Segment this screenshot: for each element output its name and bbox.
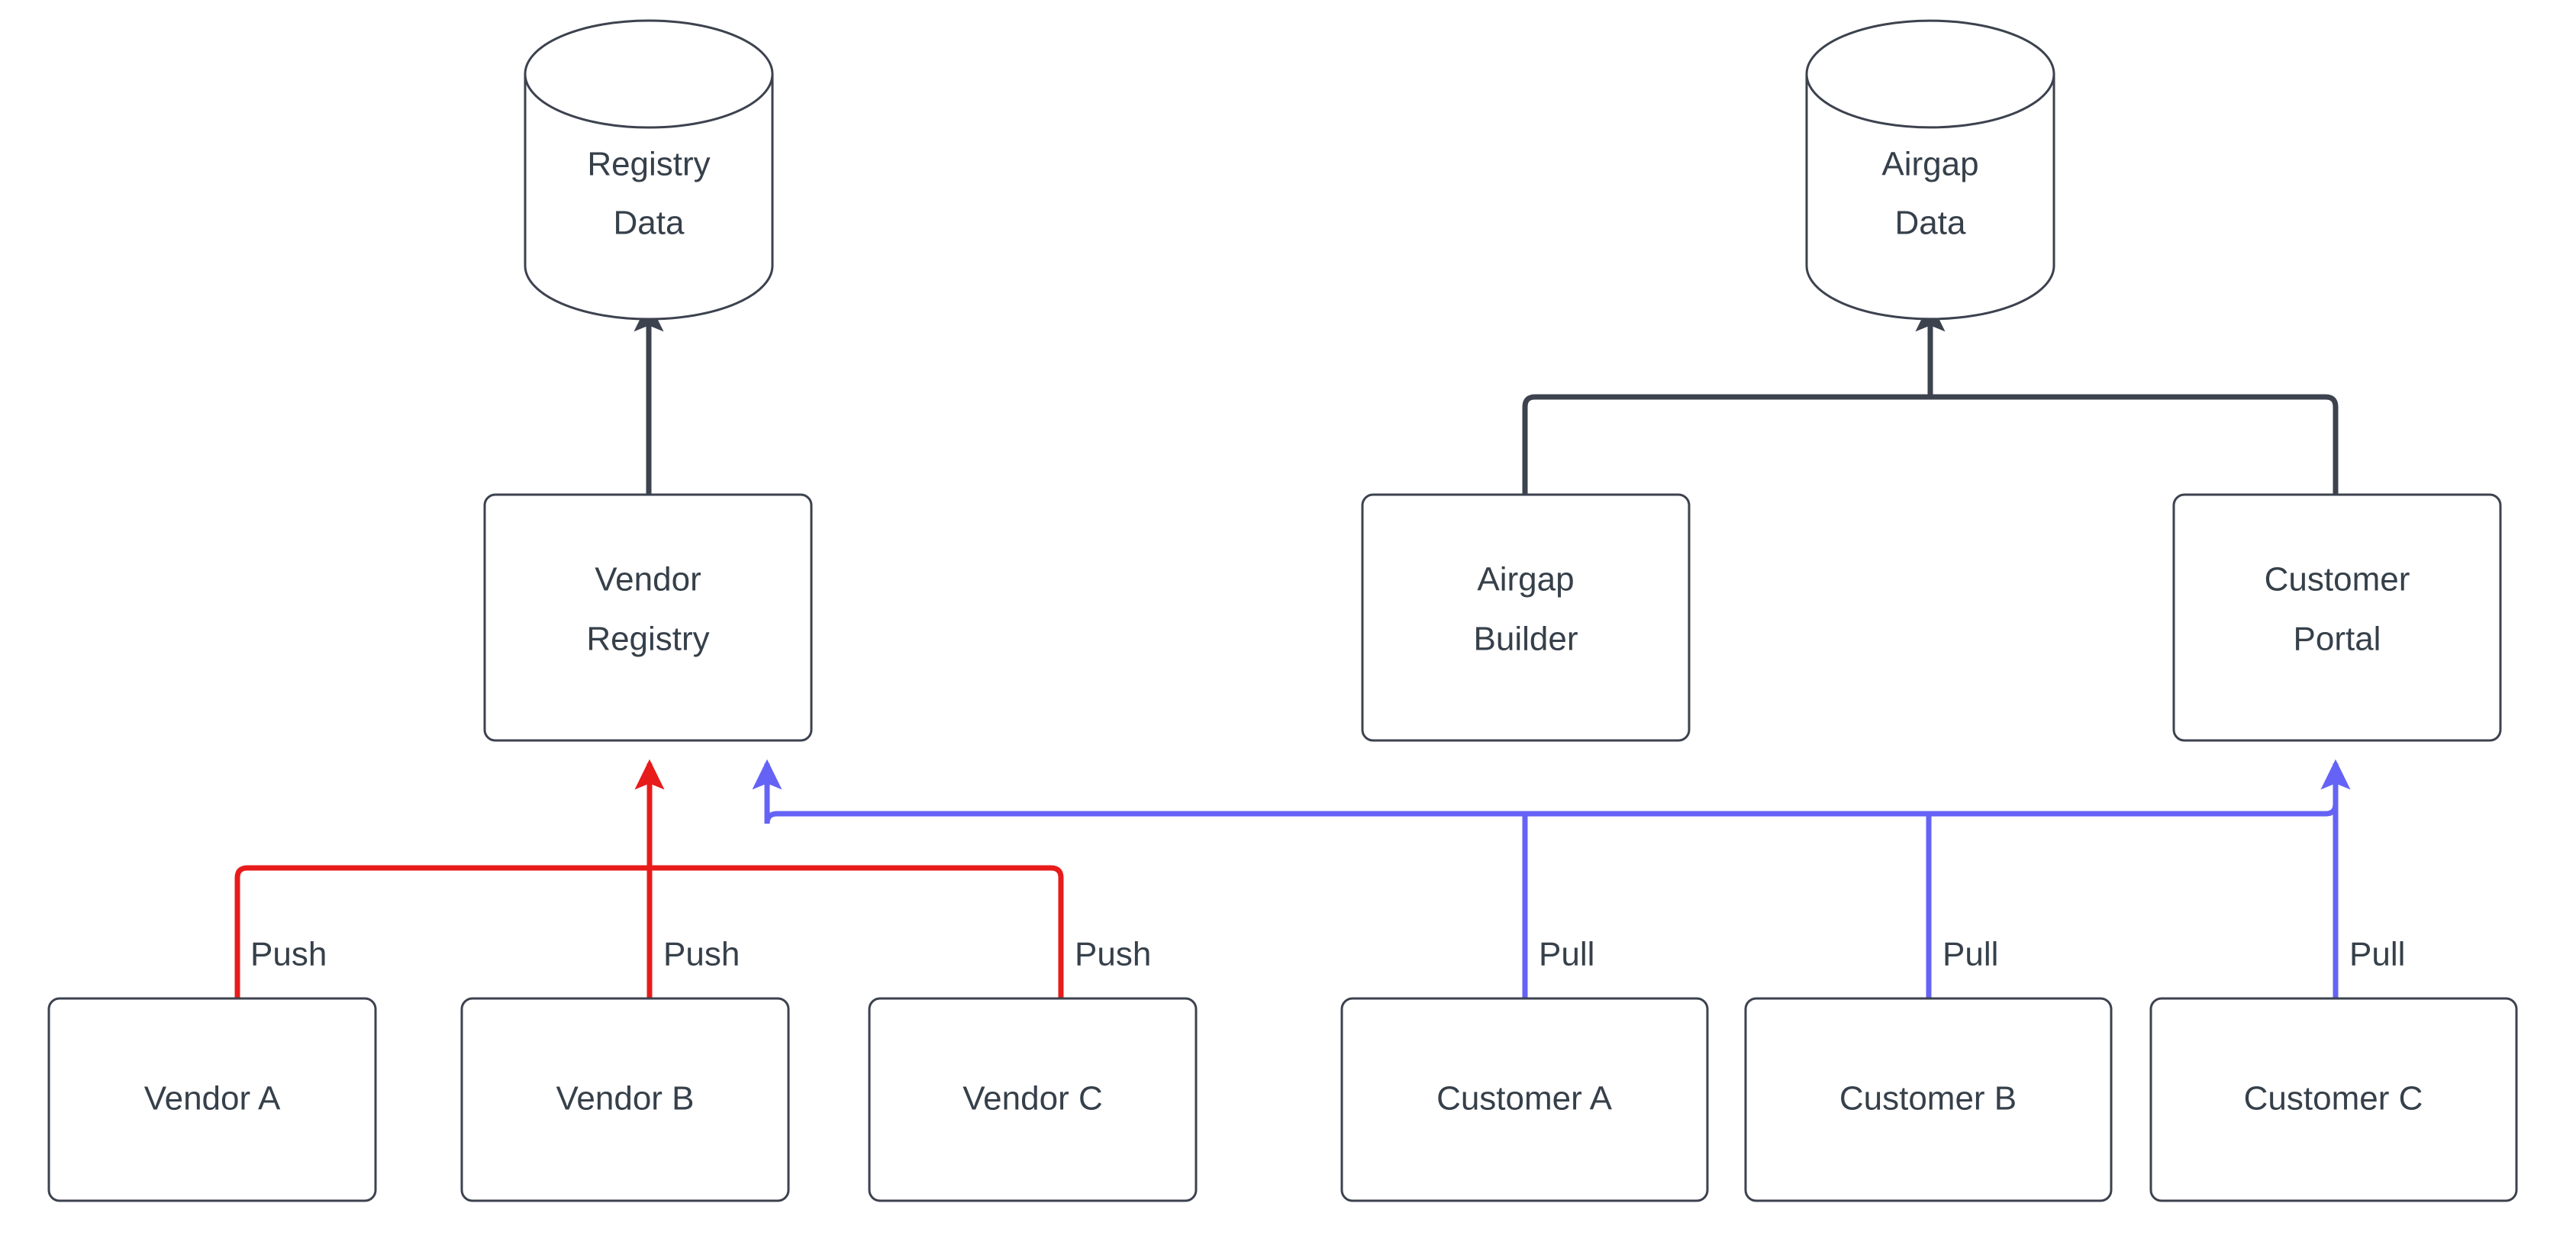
edge-label-pull-2: Pull — [1942, 936, 1998, 973]
node-customer-c-label: Customer C — [2244, 1080, 2423, 1118]
node-customer-b[interactable]: Customer B — [1744, 997, 2113, 1202]
node-vendor-a-label: Vendor A — [144, 1080, 281, 1118]
edge-pull-trunk-vendor-registry — [752, 759, 1529, 824]
node-customer-b-label: Customer B — [1839, 1080, 2017, 1118]
node-vendor-registry[interactable]: Vendor Registry — [483, 493, 813, 742]
node-registry-data[interactable]: Registry Data — [524, 19, 774, 321]
edge-label-push-1: Push — [250, 936, 327, 973]
node-customer-portal[interactable]: Customer Portal — [2172, 493, 2502, 742]
node-vendor-c-label: Vendor C — [962, 1080, 1102, 1118]
edge-label-push-3: Push — [1075, 936, 1151, 973]
edge-customer-portal-to-airgap-data — [1930, 394, 2339, 495]
node-customer-a[interactable]: Customer A — [1340, 997, 1709, 1202]
edge-vendor-c-to-vendor-registry — [650, 865, 1064, 998]
node-registry-data-label-2: Data — [614, 205, 685, 242]
node-airgap-data[interactable]: Airgap Data — [1805, 19, 2055, 321]
node-vendor-registry-label-1: Vendor — [595, 561, 701, 598]
edge-vendor-a-to-vendor-registry — [234, 865, 649, 998]
node-registry-data-label-1: Registry — [587, 146, 710, 183]
node-airgap-builder[interactable]: Airgap Builder — [1361, 493, 1691, 742]
node-vendor-b-label: Vendor B — [556, 1080, 694, 1118]
node-airgap-builder-label-2: Builder — [1474, 621, 1578, 658]
node-customer-portal-label-2: Portal — [2294, 621, 2381, 658]
edge-label-pull-3: Pull — [2349, 936, 2405, 973]
edge-airgap-builder-to-airgap-data — [1522, 394, 1930, 495]
edge-pull-bus-right — [1929, 803, 2339, 817]
edge-label-push-2: Push — [663, 936, 740, 973]
node-airgap-data-label-1: Airgap — [1881, 146, 1978, 183]
edge-label-pull-1: Pull — [1539, 936, 1594, 973]
node-vendor-a[interactable]: Vendor A — [47, 997, 377, 1202]
node-airgap-builder-label-1: Airgap — [1477, 561, 1574, 598]
node-customer-c[interactable]: Customer C — [2149, 997, 2518, 1202]
node-vendor-c[interactable]: Vendor C — [868, 997, 1198, 1202]
node-vendor-registry-label-2: Registry — [586, 621, 709, 658]
node-airgap-data-label-2: Data — [1895, 205, 1966, 242]
node-vendor-b[interactable]: Vendor B — [460, 997, 790, 1202]
node-customer-a-label: Customer A — [1436, 1080, 1613, 1118]
node-customer-portal-label-1: Customer — [2265, 561, 2410, 598]
